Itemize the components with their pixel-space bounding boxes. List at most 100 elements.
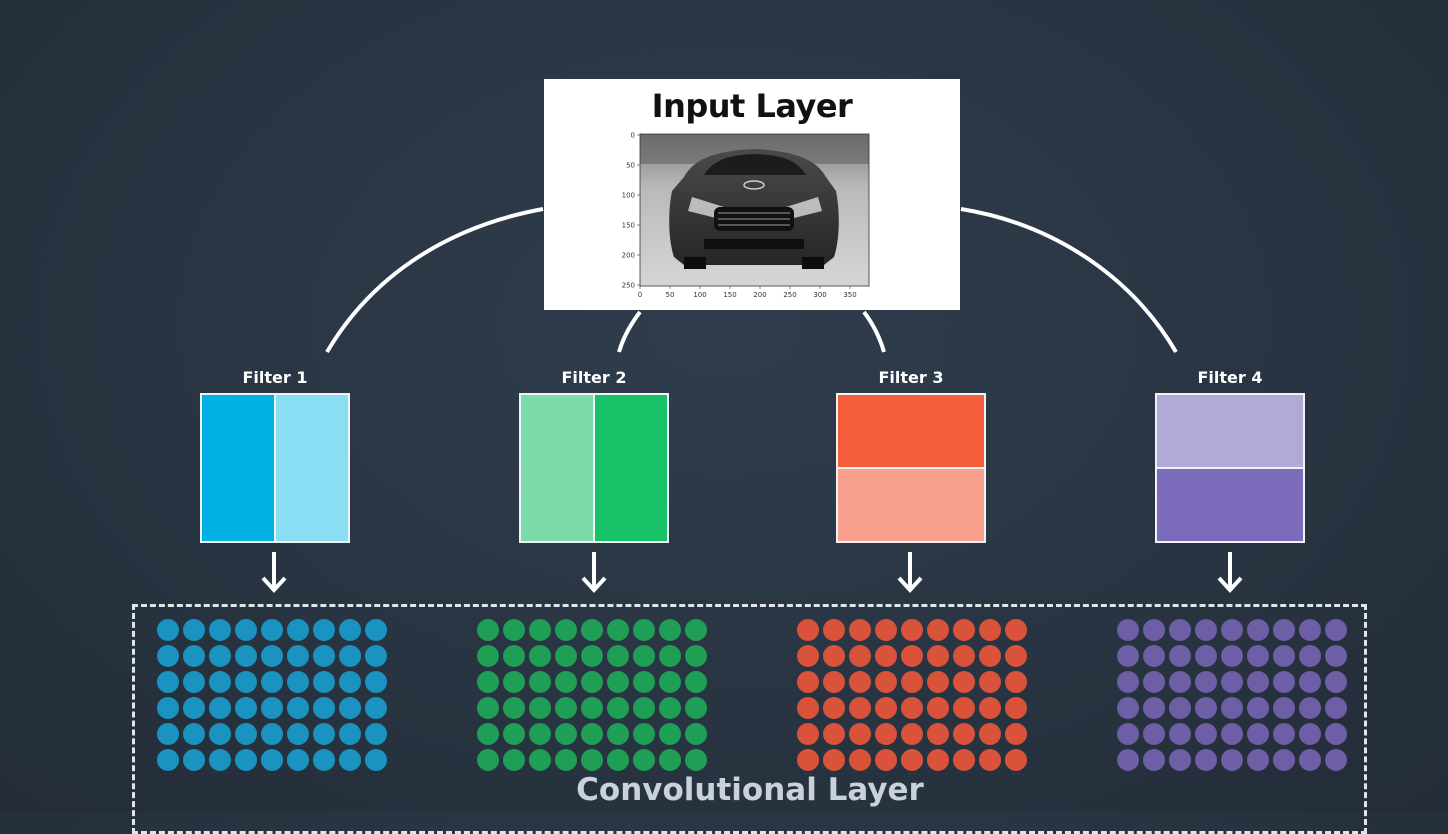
feature-dot [927,723,949,745]
feature-dot [339,723,361,745]
feature-dot [235,619,257,641]
feature-dot [979,619,1001,641]
feature-dot [797,619,819,641]
feature-dot [1195,723,1217,745]
feature-dot [261,645,283,667]
feature-dot [1273,723,1295,745]
feature-dot [797,645,819,667]
feature-dot [901,749,923,771]
feature-dot [1195,697,1217,719]
feature-dot [1195,749,1217,771]
feature-dot [607,645,629,667]
feature-dot [1117,671,1139,693]
input-layer-title: Input Layer [651,87,853,125]
feature-dot [1143,697,1165,719]
feature-dot [1299,645,1321,667]
feature-map-4 [1117,619,1347,771]
arrow-down-icon [897,552,923,593]
feature-dot [659,671,681,693]
feature-dot [339,619,361,641]
feature-dot [581,619,603,641]
feature-dot [581,645,603,667]
arrow-down-icon [581,552,607,593]
feature-dot [927,645,949,667]
arrow-down-icon [1217,552,1243,593]
x-tick-label: 0 [638,291,642,299]
feature-dot [209,723,231,745]
feature-dot [313,749,335,771]
feature-dot [287,671,309,693]
curve-to-filter-1 [325,207,544,354]
filter-3-bottom-half [838,468,984,541]
feature-dot [607,697,629,719]
feature-dot [157,697,179,719]
feature-dot [235,697,257,719]
convolutional-layer-label: Convolutional Layer [576,772,924,808]
feature-dot [607,619,629,641]
filter-4-top-half [1157,395,1303,468]
feature-dot [633,697,655,719]
feature-dot [633,619,655,641]
feature-dot [261,697,283,719]
feature-dot [555,619,577,641]
feature-dot [849,749,871,771]
feature-dot [1195,671,1217,693]
feature-dot [581,749,603,771]
feature-dot [1005,645,1027,667]
feature-dot [1299,697,1321,719]
feature-dot [1273,619,1295,641]
feature-dot [1169,671,1191,693]
feature-dot [209,671,231,693]
feature-dot [927,749,949,771]
feature-dot [1117,619,1139,641]
feature-dot [797,697,819,719]
feature-dot [875,697,897,719]
feature-dot [633,671,655,693]
filter-1-box [200,393,350,543]
feature-dot [1325,723,1347,745]
feature-dot [979,697,1001,719]
feature-dot [183,697,205,719]
feature-dot [157,749,179,771]
filter-4-label: Filter 4 [1197,368,1263,387]
feature-dot [529,671,551,693]
feature-dot [685,697,707,719]
feature-dot [1325,671,1347,693]
feature-dot [823,619,845,641]
feature-dot [287,645,309,667]
feature-dot [607,749,629,771]
feature-dot [313,723,335,745]
feature-dot [503,723,525,745]
feature-dot [685,749,707,771]
feature-dot [503,697,525,719]
feature-dot [157,723,179,745]
feature-dot [261,619,283,641]
curve-to-filter-2 [617,310,642,353]
feature-dot [287,723,309,745]
feature-dot [503,645,525,667]
feature-dot [555,671,577,693]
feature-dot [953,697,975,719]
feature-dot [1247,697,1269,719]
feature-dot [1143,723,1165,745]
feature-dot [529,619,551,641]
filter-3-box [836,393,986,543]
feature-dot [823,723,845,745]
feature-dot [365,645,387,667]
filter-1-label: Filter 1 [242,368,308,387]
feature-dot [1195,619,1217,641]
feature-dot [555,749,577,771]
feature-dot [477,619,499,641]
feature-dot [183,671,205,693]
x-tick-label: 250 [783,291,796,299]
feature-dot [313,671,335,693]
feature-dot [901,723,923,745]
feature-dot [823,749,845,771]
feature-dot [477,749,499,771]
feature-dot [927,619,949,641]
feature-dot [1169,723,1191,745]
feature-dot [823,697,845,719]
